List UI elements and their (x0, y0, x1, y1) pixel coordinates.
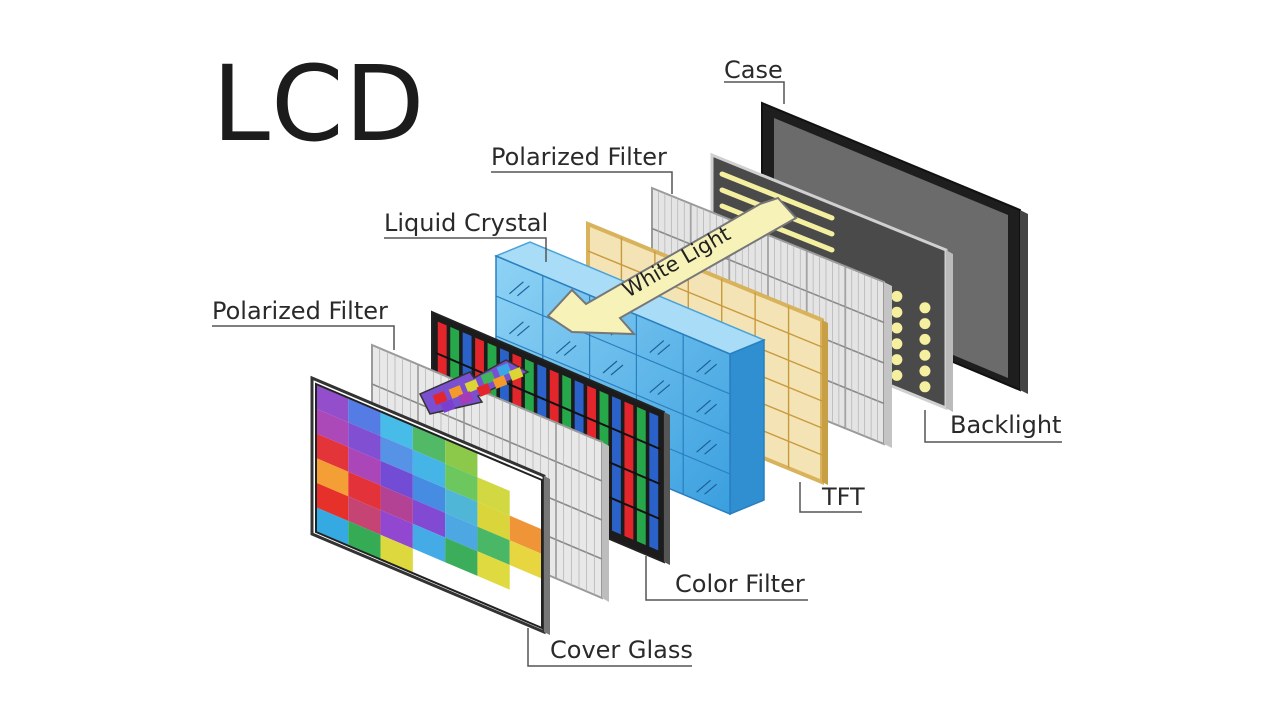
cover-glass-cell (412, 449, 446, 489)
backlight-led (919, 333, 931, 345)
lc-crystal-mark (649, 380, 671, 396)
backlight-led (919, 302, 931, 314)
cover-glass-cell (477, 526, 510, 565)
cover-glass-cell (445, 438, 478, 478)
cover-glass-cell (348, 496, 381, 535)
backlight-led (891, 354, 903, 366)
cover-glass-cell (412, 499, 446, 538)
colored-arrow-tile (458, 391, 474, 405)
cover-glass-cell (445, 488, 478, 527)
lc-crystal-mark (696, 359, 717, 375)
cover-glass-cell (509, 515, 542, 554)
cover-glass-cell (477, 551, 510, 590)
cover-glass-color-cells (315, 382, 543, 630)
cover-glass-cell (412, 474, 446, 513)
cover-glass-cell (348, 521, 381, 560)
lc-cell-line (495, 295, 731, 395)
cover-glass-layer (310, 375, 550, 635)
backlight-led (919, 349, 931, 361)
lc-crystal-mark (696, 439, 717, 455)
backlight-led (891, 322, 903, 334)
colored-arrow-tile (496, 363, 512, 377)
backlight-led (891, 306, 903, 318)
lc-crystal-mark (696, 479, 717, 495)
cover-glass-cell (348, 447, 381, 486)
label-color-filter: Color Filter (675, 570, 805, 598)
colored-arrow-tile (492, 375, 508, 389)
colored-arrow-tile (508, 367, 524, 381)
lc-crystal-mark (602, 360, 624, 376)
cover-glass-cell (380, 485, 413, 524)
colored-arrow-tile (440, 399, 456, 413)
page-title: LCD (212, 43, 426, 165)
cover-glass-cell (477, 501, 510, 541)
backlight-led (891, 290, 903, 302)
cover-glass-cell (316, 507, 349, 546)
lc-crystal-mark (555, 340, 577, 356)
cover-glass-cell (380, 510, 413, 549)
cover-glass-frame (315, 382, 543, 630)
cover-glass-cell (348, 471, 381, 511)
backlight-led (919, 318, 931, 330)
colored-arrow-tile (464, 379, 480, 393)
colored-arrow-tile (480, 371, 496, 385)
cover-glass-cell (380, 411, 413, 450)
cover-glass-cell (380, 534, 413, 574)
cover-glass-cell (316, 408, 349, 448)
colored-arrow-tile (432, 391, 448, 405)
label-cover-glass: Cover Glass (550, 636, 693, 664)
cover-glass-cell (380, 460, 413, 500)
tft-grid-line-h (587, 250, 823, 348)
colored-light-arrow (418, 359, 530, 415)
label-polarized-filter-back: Polarized Filter (491, 143, 667, 171)
cover-glass-cell (477, 477, 510, 516)
cover-glass-cell (509, 540, 542, 579)
cover-glass-cell (316, 458, 349, 497)
label-case: Case (724, 56, 783, 84)
cover-glass-cell (316, 384, 349, 423)
backlight-led (891, 369, 903, 381)
lc-crystal-mark (509, 321, 530, 337)
color-filter-divider (435, 352, 661, 450)
lc-crystal-mark (509, 281, 530, 297)
cover-glass-cell (412, 425, 446, 464)
leader-lines (212, 81, 1062, 667)
backlight-led (891, 338, 903, 350)
cover-glass-cell (445, 463, 478, 502)
cover-glass-cell (348, 397, 381, 437)
cover-glass-cell (445, 537, 478, 576)
lc-cell-line (495, 335, 731, 435)
cover-glass-cell (348, 422, 381, 461)
cover-glass-cell (380, 436, 413, 475)
lc-crystal-mark (649, 340, 671, 356)
label-tft: TFT (822, 483, 865, 511)
label-liquid-crystal: Liquid Crystal (384, 209, 549, 237)
label-polarized-filter-front: Polarized Filter (212, 297, 388, 325)
colored-arrow-tile (476, 383, 492, 397)
cover-glass-cell (316, 482, 349, 522)
backlight-led (919, 381, 931, 393)
cover-glass-cell (445, 512, 478, 552)
backlight-led (919, 365, 931, 377)
cover-glass-cell (316, 433, 349, 472)
label-backlight: Backlight (950, 411, 1062, 439)
lc-crystal-mark (696, 399, 717, 415)
cover-glass-cell (412, 523, 446, 563)
